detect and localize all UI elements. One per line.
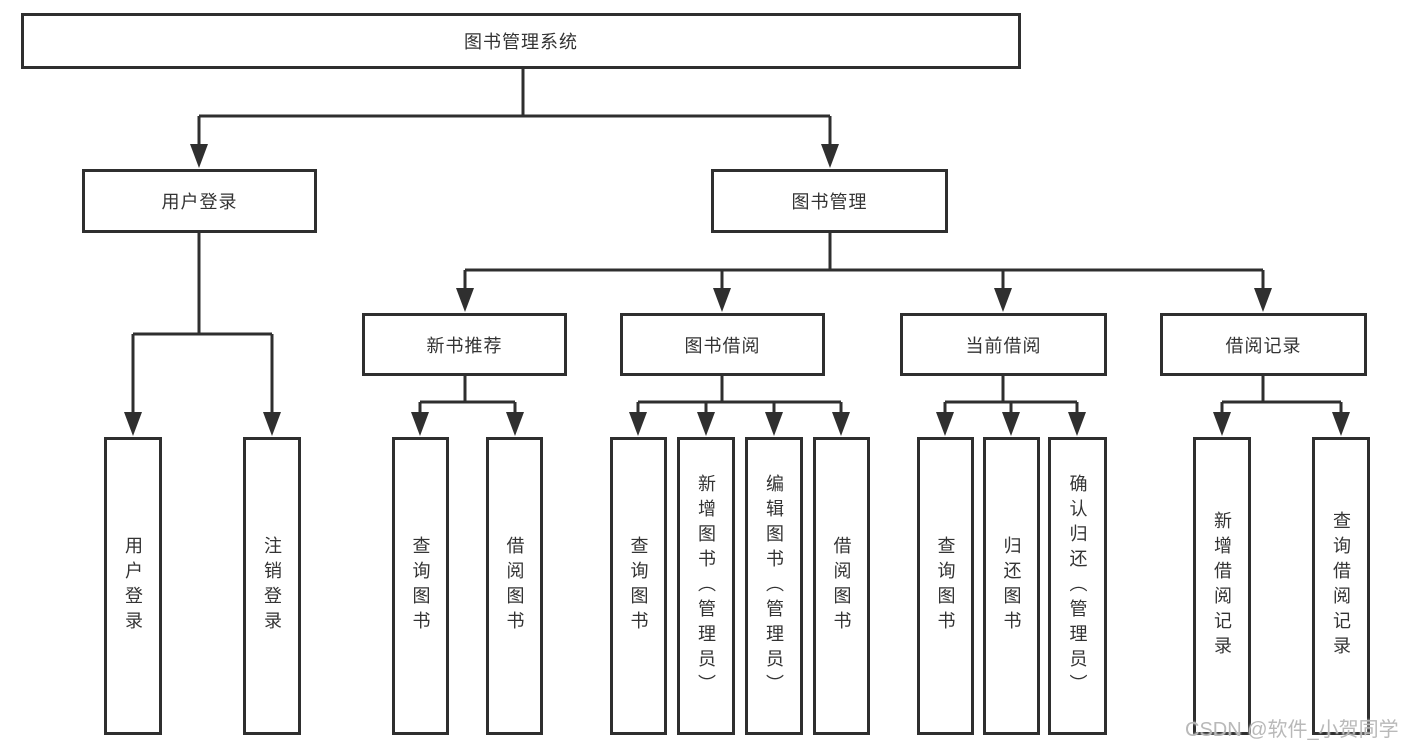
node-label: 编辑图书（管理员） bbox=[764, 473, 784, 699]
node-label: 新增借阅记录 bbox=[1212, 511, 1232, 661]
leaf-borrow-books-1: 借阅图书 bbox=[486, 437, 543, 735]
node-borrowing-records: 借阅记录 bbox=[1160, 313, 1367, 376]
node-book-borrowing: 图书借阅 bbox=[620, 313, 825, 376]
leaf-edit-books-admin: 编辑图书（管理员） bbox=[745, 437, 803, 735]
leaf-add-borrow-record: 新增借阅记录 bbox=[1193, 437, 1251, 735]
node-label: 新书推荐 bbox=[426, 335, 503, 356]
csdn-watermark: CSDN @软件_小贺同学 bbox=[1185, 719, 1399, 741]
leaf-query-books-3: 查询图书 bbox=[917, 437, 974, 735]
node-label: 借阅记录 bbox=[1225, 335, 1302, 356]
node-label: 查询图书 bbox=[935, 536, 956, 636]
node-label: 查询图书 bbox=[628, 536, 649, 636]
node-label: 当前借阅 bbox=[965, 335, 1042, 356]
node-label: 图书管理 bbox=[791, 192, 868, 212]
leaf-query-books-2: 查询图书 bbox=[610, 437, 667, 735]
node-label: 归还图书 bbox=[1001, 536, 1022, 636]
leaf-add-books-admin: 新增图书（管理员） bbox=[677, 437, 735, 735]
leaf-return-books: 归还图书 bbox=[983, 437, 1040, 735]
leaf-query-borrow-record: 查询借阅记录 bbox=[1312, 437, 1370, 735]
leaf-logout: 注销登录 bbox=[243, 437, 301, 735]
node-current-borrowing: 当前借阅 bbox=[900, 313, 1107, 376]
node-library-management-system: 图书管理系统 bbox=[21, 13, 1021, 69]
node-label: 新增图书（管理员） bbox=[696, 473, 716, 699]
leaf-borrow-books-2: 借阅图书 bbox=[813, 437, 870, 735]
node-label: 查询借阅记录 bbox=[1331, 511, 1351, 661]
node-label: 确认归还（管理员） bbox=[1067, 473, 1088, 699]
node-label: 图书借阅 bbox=[684, 335, 761, 356]
leaf-user-login: 用户登录 bbox=[104, 437, 162, 735]
node-user-login: 用户登录 bbox=[82, 169, 317, 233]
node-label: 用户登录 bbox=[123, 536, 143, 636]
node-label: 图书管理系统 bbox=[464, 32, 578, 52]
node-label: 借阅图书 bbox=[831, 536, 852, 636]
node-label: 注销登录 bbox=[262, 536, 282, 636]
leaf-query-books-1: 查询图书 bbox=[392, 437, 449, 735]
node-label: 借阅图书 bbox=[504, 536, 525, 636]
node-label: 用户登录 bbox=[161, 192, 238, 212]
node-book-management: 图书管理 bbox=[711, 169, 948, 233]
leaf-confirm-return-admin: 确认归还（管理员） bbox=[1048, 437, 1107, 735]
node-new-book-recommendation: 新书推荐 bbox=[362, 313, 567, 376]
node-label: 查询图书 bbox=[410, 536, 431, 636]
